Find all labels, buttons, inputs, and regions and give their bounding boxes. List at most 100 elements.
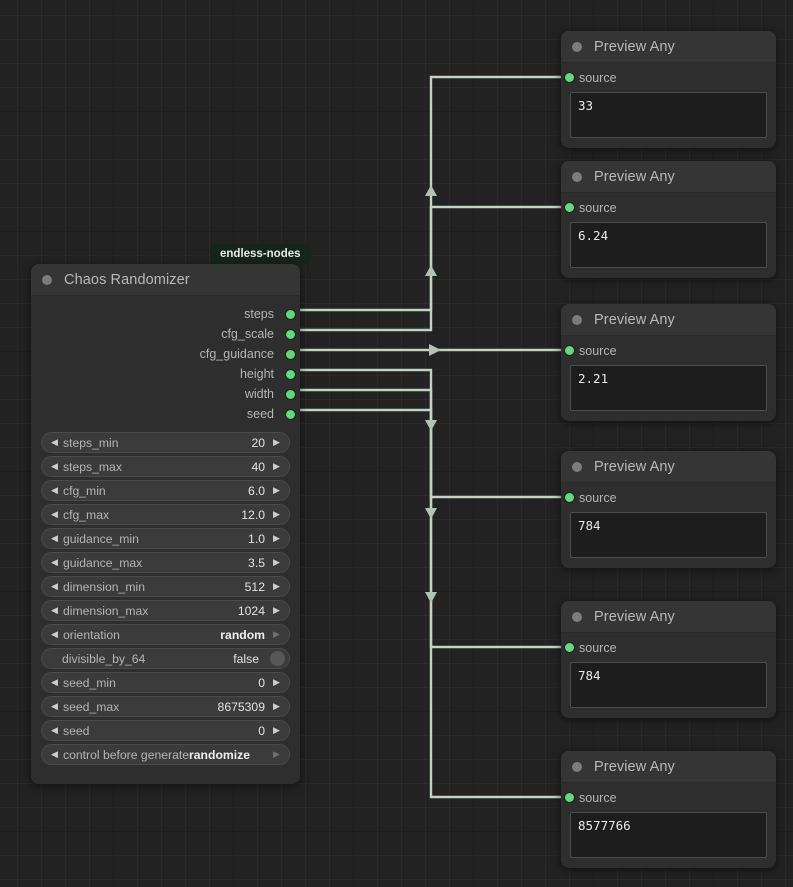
- node-header-preview-any-4[interactable]: Preview Any: [561, 451, 776, 483]
- widget-orientation[interactable]: ◀ orientation random ▶: [41, 624, 290, 645]
- node-preview-any-5[interactable]: Preview Any source 784: [561, 601, 776, 718]
- increment-arrow-icon[interactable]: ▶: [273, 605, 280, 615]
- output-dot-icon[interactable]: [286, 329, 295, 339]
- widget-cfg-min[interactable]: ◀ cfg_min 6.0 ▶: [41, 480, 290, 501]
- increment-arrow-icon[interactable]: ▶: [273, 437, 280, 447]
- increment-arrow-icon[interactable]: ▶: [273, 485, 280, 495]
- input-dot-icon[interactable]: [565, 346, 574, 355]
- decrement-arrow-icon[interactable]: ◀: [51, 485, 58, 495]
- decrement-arrow-icon[interactable]: ◀: [51, 437, 58, 447]
- decrement-arrow-icon[interactable]: ◀: [51, 629, 58, 639]
- widget-value[interactable]: 40: [251, 459, 265, 474]
- widget-value[interactable]: 1024: [237, 603, 265, 618]
- increment-arrow-icon[interactable]: ▶: [273, 629, 280, 639]
- node-header-preview-any-1[interactable]: Preview Any: [561, 31, 776, 63]
- widget-control-before-generate[interactable]: ◀ control before generate randomize ▶: [41, 744, 290, 765]
- input-slot-source[interactable]: source: [561, 483, 776, 512]
- widget-value[interactable]: 1.0: [248, 531, 265, 546]
- widget-guidance-max[interactable]: ◀ guidance_max 3.5 ▶: [41, 552, 290, 573]
- widget-seed-max[interactable]: ◀ seed_max 8675309 ▶: [41, 696, 290, 717]
- widget-value[interactable]: randomize: [189, 747, 250, 762]
- widget-cfg-max[interactable]: ◀ cfg_max 12.0 ▶: [41, 504, 290, 525]
- widget-value[interactable]: random: [220, 627, 265, 642]
- output-slot-seed[interactable]: seed: [31, 404, 300, 424]
- widget-steps-max[interactable]: ◀ steps_max 40 ▶: [41, 456, 290, 477]
- collapse-dot-icon[interactable]: [572, 41, 582, 52]
- input-slot-source[interactable]: source: [561, 336, 776, 365]
- decrement-arrow-icon[interactable]: ◀: [51, 509, 58, 519]
- widget-value[interactable]: 6.0: [248, 483, 265, 498]
- input-dot-icon[interactable]: [565, 793, 574, 802]
- decrement-arrow-icon[interactable]: ◀: [51, 533, 58, 543]
- increment-arrow-icon[interactable]: ▶: [273, 725, 280, 735]
- output-slot-cfg-guidance[interactable]: cfg_guidance: [31, 344, 300, 364]
- node-header-chaos-randomizer[interactable]: Chaos Randomizer: [31, 264, 300, 296]
- node-header-preview-any-5[interactable]: Preview Any: [561, 601, 776, 633]
- widget-steps-min[interactable]: ◀ steps_min 20 ▶: [41, 432, 290, 453]
- widget-divisible-by-64[interactable]: divisible_by_64 false: [41, 648, 290, 669]
- output-dot-icon[interactable]: [286, 309, 295, 319]
- decrement-arrow-icon[interactable]: ◀: [51, 461, 58, 471]
- output-slot-width[interactable]: width: [31, 384, 300, 404]
- widget-value[interactable]: 0: [258, 723, 265, 738]
- node-header-preview-any-6[interactable]: Preview Any: [561, 751, 776, 783]
- widget-dimension-min[interactable]: ◀ dimension_min 512 ▶: [41, 576, 290, 597]
- input-dot-icon[interactable]: [565, 203, 574, 212]
- output-slot-height[interactable]: height: [31, 364, 300, 384]
- widget-value[interactable]: 8675309: [217, 699, 265, 714]
- increment-arrow-icon[interactable]: ▶: [273, 557, 280, 567]
- output-dot-icon[interactable]: [286, 369, 295, 379]
- collapse-dot-icon[interactable]: [572, 314, 582, 325]
- toggle-knob-icon[interactable]: [270, 651, 285, 666]
- node-chaos-randomizer[interactable]: Chaos Randomizer steps cfg_scale cfg_gui…: [31, 264, 300, 784]
- collapse-dot-icon[interactable]: [572, 761, 582, 772]
- widget-value[interactable]: 0: [258, 675, 265, 690]
- input-slot-source[interactable]: source: [561, 783, 776, 812]
- increment-arrow-icon[interactable]: ▶: [273, 677, 280, 687]
- decrement-arrow-icon[interactable]: ◀: [51, 581, 58, 591]
- decrement-arrow-icon[interactable]: ◀: [51, 749, 58, 759]
- input-slot-source[interactable]: source: [561, 633, 776, 662]
- node-header-preview-any-3[interactable]: Preview Any: [561, 304, 776, 336]
- widget-guidance-min[interactable]: ◀ guidance_min 1.0 ▶: [41, 528, 290, 549]
- input-dot-icon[interactable]: [565, 73, 574, 82]
- output-slot-cfg-scale[interactable]: cfg_scale: [31, 324, 300, 344]
- output-dot-icon[interactable]: [286, 409, 295, 419]
- widget-dimension-max[interactable]: ◀ dimension_max 1024 ▶: [41, 600, 290, 621]
- widget-seed[interactable]: ◀ seed 0 ▶: [41, 720, 290, 741]
- widget-value[interactable]: 3.5: [248, 555, 265, 570]
- output-dot-icon[interactable]: [286, 349, 295, 359]
- node-header-preview-any-2[interactable]: Preview Any: [561, 161, 776, 193]
- node-preview-any-1[interactable]: Preview Any source 33: [561, 31, 776, 148]
- decrement-arrow-icon[interactable]: ◀: [51, 677, 58, 687]
- output-slot-steps[interactable]: steps: [31, 304, 300, 324]
- increment-arrow-icon[interactable]: ▶: [273, 749, 280, 759]
- input-slot-source[interactable]: source: [561, 63, 776, 92]
- decrement-arrow-icon[interactable]: ◀: [51, 725, 58, 735]
- collapse-dot-icon[interactable]: [572, 171, 582, 182]
- increment-arrow-icon[interactable]: ▶: [273, 533, 280, 543]
- node-preview-any-2[interactable]: Preview Any source 6.24: [561, 161, 776, 278]
- widget-value[interactable]: 512: [244, 579, 265, 594]
- decrement-arrow-icon[interactable]: ◀: [51, 701, 58, 711]
- increment-arrow-icon[interactable]: ▶: [273, 581, 280, 591]
- increment-arrow-icon[interactable]: ▶: [273, 461, 280, 471]
- collapse-dot-icon[interactable]: [42, 274, 52, 285]
- widget-value[interactable]: 20: [251, 435, 265, 450]
- widget-seed-min[interactable]: ◀ seed_min 0 ▶: [41, 672, 290, 693]
- input-dot-icon[interactable]: [565, 643, 574, 652]
- decrement-arrow-icon[interactable]: ◀: [51, 605, 58, 615]
- input-slot-source[interactable]: source: [561, 193, 776, 222]
- node-preview-any-6[interactable]: Preview Any source 8577766: [561, 751, 776, 868]
- collapse-dot-icon[interactable]: [572, 461, 582, 472]
- widget-value[interactable]: 12.0: [241, 507, 265, 522]
- node-preview-any-4[interactable]: Preview Any source 784: [561, 451, 776, 568]
- node-preview-any-3[interactable]: Preview Any source 2.21: [561, 304, 776, 421]
- decrement-arrow-icon[interactable]: ◀: [51, 557, 58, 567]
- collapse-dot-icon[interactable]: [572, 611, 582, 622]
- increment-arrow-icon[interactable]: ▶: [273, 509, 280, 519]
- increment-arrow-icon[interactable]: ▶: [273, 701, 280, 711]
- input-dot-icon[interactable]: [565, 493, 574, 502]
- output-dot-icon[interactable]: [286, 389, 295, 399]
